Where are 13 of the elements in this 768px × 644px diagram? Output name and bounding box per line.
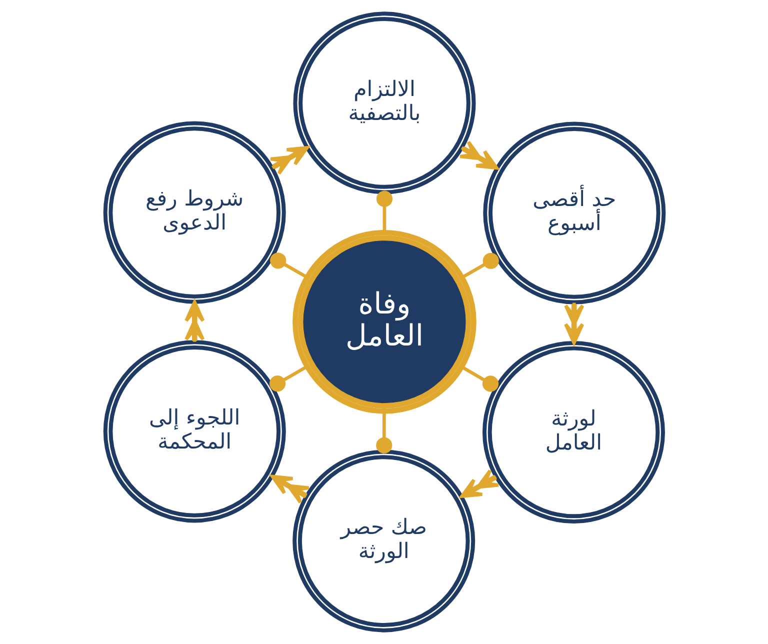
connector <box>270 252 308 279</box>
node-circle: الالتزام بالتصفية <box>292 12 476 194</box>
node-circle: وفاة العامل <box>292 230 476 414</box>
node-circle: صك حصر الورثة <box>292 450 475 632</box>
arrow <box>460 468 500 498</box>
connector <box>376 412 392 454</box>
arrow <box>270 474 310 504</box>
connector <box>376 190 392 232</box>
connector <box>268 365 308 392</box>
arrow <box>458 140 498 170</box>
arrow <box>268 146 308 176</box>
connector <box>460 252 498 279</box>
connector <box>460 366 498 392</box>
